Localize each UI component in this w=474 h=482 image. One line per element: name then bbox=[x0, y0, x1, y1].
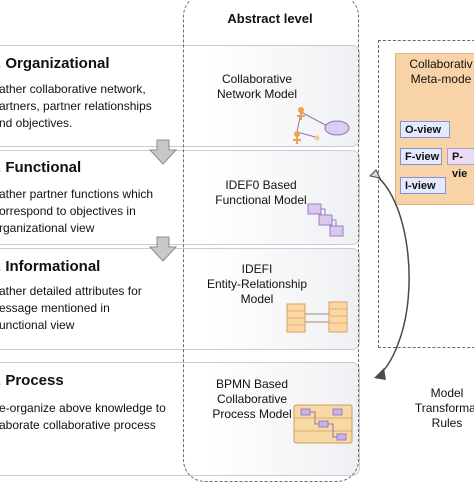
stage-desc-line: nd objectives. bbox=[0, 116, 73, 130]
transformation-rules-line: Rules bbox=[431, 416, 463, 430]
abstract-level-title: Abstract level bbox=[227, 11, 313, 26]
meta-model-title: Collaborativ Meta-mode bbox=[398, 57, 474, 87]
meta-model-title-line: Collaborativ bbox=[409, 57, 473, 71]
stage-desc-line: rganizational view bbox=[0, 221, 95, 235]
transformation-rules-label: Model Transformat Rules bbox=[402, 386, 474, 431]
stage-desc-organizational: ather collaborative network, artners, pa… bbox=[0, 81, 152, 132]
f-view-box: F-view bbox=[400, 148, 442, 165]
model-label-line: IDEFI bbox=[241, 262, 273, 276]
stage-desc-line: essage mentioned in bbox=[0, 301, 110, 315]
model-label-line: Collaborative bbox=[216, 392, 288, 406]
stage-desc-line: aborate collaborative process bbox=[0, 418, 156, 432]
stage-desc-line: artners, partner relationships bbox=[0, 99, 152, 113]
model-label-er: IDEFI Entity-Relationship Model bbox=[192, 262, 322, 307]
model-label-line: Functional Model bbox=[215, 193, 307, 207]
stage-desc-line: ather detailed attributes for bbox=[0, 284, 142, 298]
stage-desc-line: e-organize above knowledge to bbox=[0, 401, 166, 415]
stage-desc-functional: ather partner functions which orrespond … bbox=[0, 186, 153, 237]
meta-model-title-line: Meta-mode bbox=[410, 72, 472, 86]
stage-title-functional: . Functional bbox=[0, 159, 82, 176]
model-label-line: BPMN Based bbox=[215, 377, 289, 391]
stage-band-functional bbox=[0, 150, 360, 245]
stage-desc-line: ather partner functions which bbox=[0, 187, 154, 201]
idef0-model-icon bbox=[307, 203, 344, 237]
transformation-rules-line: Model bbox=[430, 386, 464, 400]
network-model-icon bbox=[293, 107, 350, 144]
stage-desc-process: e-organize above knowledge to aborate co… bbox=[0, 400, 166, 434]
model-label-functional: IDEF0 Based Functional Model bbox=[196, 178, 326, 208]
model-label-network: Collaborative Network Model bbox=[197, 72, 317, 102]
model-label-line: IDEF0 Based bbox=[225, 178, 297, 192]
model-label-line: Model bbox=[240, 292, 274, 306]
stage-title-informational: . Informational bbox=[0, 258, 101, 275]
transformation-rules-line: Transformat bbox=[414, 401, 474, 415]
stage-desc-line: unctional view bbox=[0, 318, 75, 332]
stage-band-organizational bbox=[0, 45, 360, 147]
model-label-line: Process Model bbox=[212, 407, 292, 421]
model-label-line: Entity-Relationship bbox=[206, 277, 308, 291]
i-view-box: I-view bbox=[400, 177, 446, 194]
model-label-line: Collaborative bbox=[221, 72, 293, 86]
stage-title-process: . Process bbox=[0, 372, 64, 389]
er-model-icon bbox=[286, 301, 348, 333]
bpmn-model-icon bbox=[293, 404, 353, 444]
stage-desc-line: ather collaborative network, bbox=[0, 82, 146, 96]
meta-model-region bbox=[378, 40, 474, 348]
model-label-bpmn: BPMN Based Collaborative Process Model bbox=[192, 377, 312, 422]
stage-desc-informational: ather detailed attributes for essage men… bbox=[0, 283, 142, 334]
o-view-box: O-view bbox=[400, 121, 450, 138]
stage-desc-line: orrespond to objectives in bbox=[0, 204, 136, 218]
transformation-arrow-icon bbox=[368, 169, 410, 380]
stage-band-informational bbox=[0, 248, 360, 350]
stage-title-organizational: . Organizational bbox=[0, 55, 110, 72]
p-view-box: P-vie bbox=[447, 148, 474, 180]
model-label-line: Network Model bbox=[216, 87, 298, 101]
down-arrow-icon bbox=[148, 139, 178, 165]
down-arrow-icon bbox=[148, 236, 178, 262]
